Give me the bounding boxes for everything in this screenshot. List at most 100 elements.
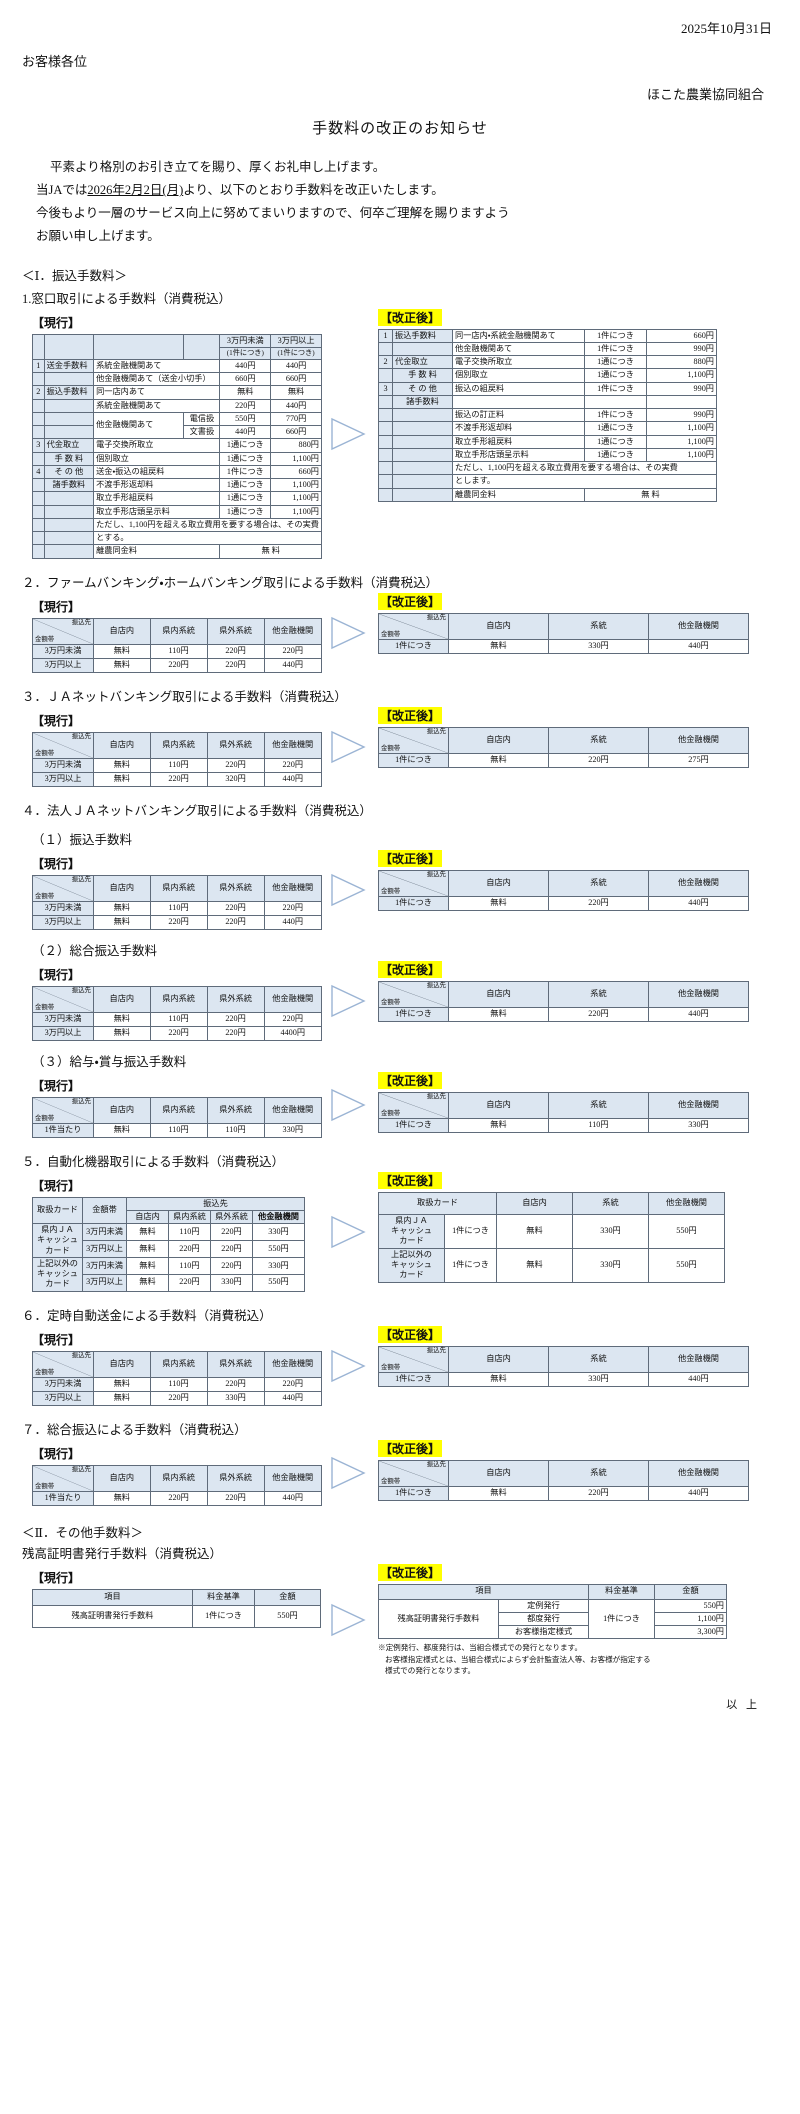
col-header-0: 自店内: [93, 731, 151, 759]
arrow-icon-4-2: [322, 984, 378, 1018]
arrow-icon-3: [322, 730, 378, 764]
row-value-2: 220円: [210, 1239, 253, 1258]
col-header-2: 県外系統: [210, 1209, 253, 1225]
row-value-0: 無料: [448, 1371, 549, 1387]
row-label: 1件当たり: [32, 1490, 94, 1506]
row-item: 取立手形店頭呈示料: [452, 447, 585, 463]
row-value-1: 220円: [548, 1006, 649, 1022]
table-row: 他金融機関あて（送金小切手） 660円 660円: [32, 371, 322, 387]
table-row: (1件につき) (1件につき): [33, 346, 322, 360]
col-header-1: 県内系統: [149, 874, 208, 902]
row-item: 取立手形組戻料: [452, 434, 585, 449]
row-label: 3万円未満: [32, 900, 94, 916]
row-value-2: 440円: [648, 638, 749, 654]
col-header-0: 自店内: [93, 1464, 151, 1492]
section-8-heading: 残高証明書発行手数料（消費税込）: [22, 1546, 223, 1561]
row-subitem: 電信扱: [183, 411, 221, 427]
row-value-3: 440円: [263, 657, 323, 673]
table-row: ただし、1,100円を超える取立費用を要する場合は、その実費: [378, 460, 717, 476]
col-header-over30k-unit: (1件につき): [270, 346, 322, 360]
table-row: 1 振込手数料 同一店内・系統金融機関あて 1件につき 660円: [378, 328, 717, 343]
header-destination-label: 振込先: [71, 618, 91, 626]
row-value-2: 550円: [648, 1247, 725, 1283]
table-1-revised: 1 振込手数料 同一店内・系統金融機関あて 1件につき 660円 他金融機関あて…: [378, 328, 717, 502]
header-destination-label: 振込先: [71, 1097, 91, 1105]
header-destination-label: 振込先: [426, 1346, 446, 1354]
table-row: 自店内県内系統県外系統他金融機関: [33, 1209, 305, 1225]
row-label: 3万円未満: [32, 643, 94, 659]
col-header-0: 自店内: [448, 980, 549, 1008]
row-item: 個別取立: [93, 451, 221, 466]
row-value-2: 320円: [206, 771, 265, 787]
row-value-0: 無料: [126, 1239, 169, 1258]
col-header-1: 県内系統: [149, 1096, 208, 1124]
current-label-4-3: 【現行】: [32, 1078, 81, 1093]
table-row: 振込先金額帯自店内系統他金融機関: [378, 1345, 749, 1373]
row-kind: 定例発行: [498, 1598, 589, 1613]
row-value-2: 330円: [648, 1117, 749, 1133]
row-value-0: 無料: [93, 657, 151, 673]
diagonal-header-cell: 振込先金額帯: [32, 731, 94, 759]
table-row: 振込先金額帯自店内系統他金融機関: [378, 612, 749, 640]
row-value-0: 無料: [448, 1117, 549, 1133]
row-label: 1件につき: [378, 638, 449, 654]
table-row: 4 そ の 他 送金・振込の組戻料 1件につき 660円: [32, 464, 322, 480]
part-1-heading: ＜Ⅰ．振込手数料＞: [22, 268, 127, 283]
row-value-2: 220円: [206, 1025, 265, 1041]
row-unit: 1通につき: [219, 491, 272, 506]
table-row: 振込先金額帯自店内県内系統県外系統他金融機関: [32, 1096, 323, 1124]
col-header-2: 他金融機関: [648, 1091, 749, 1119]
header-destination-label: 振込先: [71, 875, 91, 883]
row-value-1: 220円: [149, 1390, 208, 1406]
row-category-2: 手 数 料: [392, 368, 453, 383]
section-2-heading: ２．ファームバンキング・ホームバンキング取引による手数料（消費税込）: [22, 575, 439, 590]
table-row: 振込先金額帯自店内系統他金融機関: [378, 1459, 749, 1487]
row-value-1: 110円: [149, 900, 208, 916]
row-value-under30k: 660円: [219, 371, 272, 387]
diagonal-header-cell: 振込先金額帯: [32, 617, 94, 645]
col-header-3: 他金融機関: [263, 617, 323, 645]
col-header-1: 系統: [548, 980, 649, 1008]
table-row: 文書扱 440円 660円: [32, 424, 322, 440]
col-header-1: 県内系統: [168, 1209, 211, 1225]
row-value-1: 110円: [149, 757, 208, 773]
row-value-0: 無料: [93, 1025, 151, 1041]
current-label-2: 【現行】: [32, 599, 81, 614]
table-row: 取立手形店頭呈示料 1通につき 1,100円: [378, 447, 717, 463]
row-value-3: 220円: [263, 1376, 323, 1392]
header-amount-label: 金額帯: [381, 998, 401, 1006]
row-item: 振込の訂正料: [452, 407, 585, 423]
row-no: 3: [378, 381, 393, 396]
col-header-1: 系統: [548, 1345, 649, 1373]
row-amount: 1,100円: [646, 421, 717, 436]
row-value-3: 440円: [263, 914, 323, 930]
row-kind: お客様指定様式: [498, 1624, 589, 1640]
table-8-footnotes: ※定例発行、都度発行は、当組合様式での発行となります。 お客様指定様式とは、当組…: [378, 1642, 758, 1676]
row-value-1: 220円: [149, 1025, 208, 1041]
table-row: 振込先金額帯自店内県内系統県外系統他金融機関: [32, 617, 323, 645]
header-destination-label: 振込先: [426, 981, 446, 989]
col-header-item: 項目: [32, 1588, 193, 1606]
intro-paragraph: 平素より格別のお引き立てを賜り、厚くお礼申し上げます。 当JAでは2026年2月…: [22, 156, 778, 249]
row-item: 振込の組戻料: [452, 381, 585, 396]
diagonal-header-cell: 振込先金額帯: [378, 612, 449, 640]
row-item: 離農同金料: [93, 544, 221, 559]
